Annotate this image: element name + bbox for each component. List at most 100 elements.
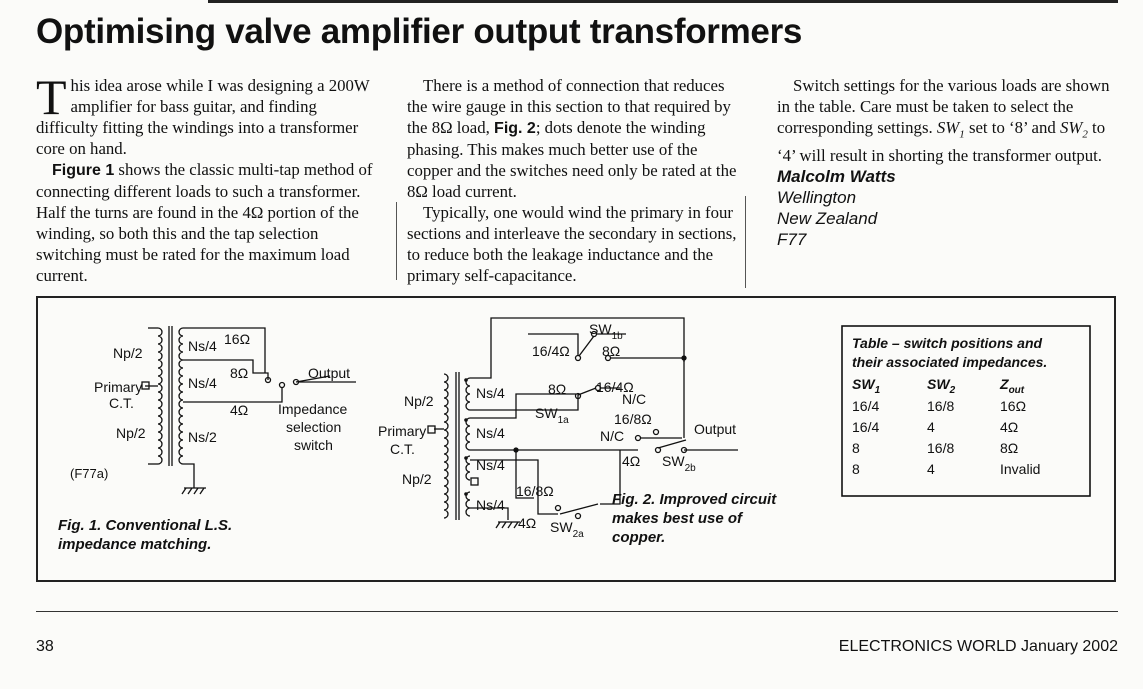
fig2-label-8-top: 8Ω [602,343,620,359]
switch-contact [634,434,642,442]
fig2-secondary-coil-3 [465,455,471,481]
figure-box: Np/2 Primary C.T. Np/2 Ns/4 Ns/4 Ns/2 16… [36,296,1116,582]
fig2-label-16-4-mid: 16/4Ω [596,379,634,395]
tap-4-wire [248,388,283,403]
phase-dot [464,418,468,422]
author-city: Wellington [777,188,857,208]
ground-wire [183,463,195,488]
table-cell: 16Ω [1000,398,1026,414]
fig1-label-ns2: Ns/2 [188,429,217,445]
fig2-label-primary: Primary [378,423,426,439]
fig2-label-16-8-low: 16/8Ω [516,483,554,499]
phase-dot [464,456,468,460]
column-divider [396,202,397,280]
switch-contact [554,504,562,512]
fig2-label-16-4: 16/4Ω [532,343,570,359]
table-cell: 16/8 [927,398,954,414]
paragraph: Switch settings for the various loads ar… [777,75,1117,166]
paragraph-text: Switch settings for the various loads ar… [777,76,1110,137]
fig1-label-8: 8Ω [230,365,248,381]
ground-hatch [495,521,501,529]
paragraph-text: to ‘4’ will result in shorting the trans… [777,118,1106,166]
paragraph: Figure 1 shows the classic multi-tap met… [36,159,376,286]
table-cell: Invalid [1000,461,1040,477]
fig1-label-np2-bottom: Np/2 [116,425,146,441]
switch-contact [654,446,662,454]
wire [515,450,534,499]
wire [470,317,685,379]
wire [470,459,558,515]
fig2-label-sw2a: SW2a [550,519,584,540]
fig2-label-sw2b: SW2b [662,453,696,474]
fig1-label-selection-3: switch [294,437,333,453]
fig2-caption-line2: makes best use of [612,510,744,527]
author-name: Malcolm Watts [777,167,896,187]
table-cell: 16/4 [852,398,879,414]
phase-dot [464,378,468,382]
circuit-diagrams: Np/2 Primary C.T. Np/2 Ns/4 Ns/4 Ns/2 16… [58,317,1091,553]
wire [470,394,579,411]
table-cell: 4 [927,461,935,477]
terminal [470,477,479,486]
fig2-secondary-coil-4 [465,491,471,517]
wire [600,450,621,505]
fig2-caption-line3: copper. [612,529,665,546]
table-cell: 4Ω [1000,419,1018,435]
switch-contact [574,392,582,400]
table-cell: 16/4 [852,419,879,435]
fig2-label-output: Output [694,421,736,437]
fig1-label-selection-2: selection [286,419,341,435]
fig2-label-4: 4Ω [622,453,640,469]
ground-hatch [181,487,187,495]
table-cell: 4 [927,419,935,435]
text-column-3: Switch settings for the various loads ar… [777,75,1117,250]
fig1-diagram: Np/2 Primary C.T. Np/2 Ns/4 Ns/4 Ns/2 16… [58,326,356,553]
wire [528,333,579,356]
article-title: Optimising valve amplifier output transf… [36,12,803,51]
switch-blade [295,375,331,383]
paragraph-text: There is a method of connection that red… [407,76,731,137]
terminal [141,381,150,390]
terminal [427,425,436,434]
fig2-label-ns4-4: Ns/4 [476,497,505,513]
author-country: New Zealand [777,209,878,229]
fig2-label-ns4-2: Ns/4 [476,425,505,441]
paragraph-text: ; dots denote the winding phasing. This … [407,118,737,201]
column-divider [745,196,746,288]
switch-contact [278,381,286,389]
fig2-primary-coil [443,373,449,519]
fig2-label-ct: C.T. [390,441,415,457]
fig1-label-primary: Primary [94,379,142,395]
fig2-label-sw1b: SW1b [589,321,623,342]
ground-hatch [187,487,193,495]
table-cell: 8 [852,461,860,477]
table-border [841,325,1091,497]
fig2-label-4-low: 4Ω [518,515,536,531]
fig2-secondary-coil-1 [465,377,471,411]
tap-8-wire [183,359,269,380]
switch-blade-2a [559,503,599,515]
fig1-secondary-coil [178,327,184,465]
fig2-secondary-coil-2 [465,417,471,451]
fig1-caption-line2: impedance matching. [58,536,211,553]
table-title-line1: Table – switch positions and [852,335,1043,351]
switch-label: SW2 [1059,118,1088,141]
fig2-label-np2-top: Np/2 [404,393,434,409]
switch-label: SW1 [936,118,965,141]
table-header-sw2: SW2 [927,376,956,396]
ground-hatch [507,521,513,529]
switch-contact [574,512,582,520]
bottom-rule [36,611,1118,612]
wire [470,507,509,520]
fig1-label-selection-1: Impedance [278,401,347,417]
switch-table: Table – switch positions and their assoc… [841,325,1091,497]
table-title-line2: their associated impedances. [852,354,1047,370]
fig1-ref: (F77a) [70,466,108,481]
drop-cap: T [36,69,67,125]
table-cell: 8Ω [1000,440,1018,456]
paragraph-text: set to ‘8’ and [964,118,1060,137]
switch-blade-2b [657,439,687,449]
fig1-label-output: Output [308,365,350,381]
fig1-label-ct: C.T. [109,395,134,411]
